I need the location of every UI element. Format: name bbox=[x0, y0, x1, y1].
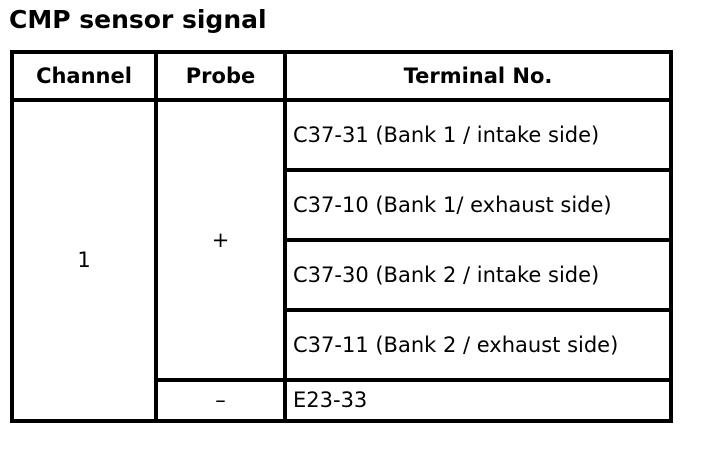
terminal-cell-e23-33: E23-33 bbox=[283, 378, 673, 423]
probe-minus-cell: – bbox=[154, 378, 287, 423]
probe-plus-cell: + bbox=[154, 98, 287, 382]
header-probe: Probe bbox=[154, 50, 287, 102]
table-row: C37-11 (Bank 2 / exhaust side) bbox=[12, 308, 673, 382]
header-channel: Channel bbox=[10, 50, 158, 102]
terminal-cell-c37-11: C37-11 (Bank 2 / exhaust side) bbox=[283, 308, 673, 382]
header-terminal: Terminal No. bbox=[283, 50, 673, 102]
table-header: Channel Probe Terminal No. bbox=[10, 50, 673, 102]
table-row: 1 + C37-31 (Bank 1 / intake side) bbox=[10, 98, 673, 423]
table-body: 1 + C37-31 (Bank 1 / intake side) C37-10… bbox=[10, 98, 673, 423]
header-row: Channel Probe Terminal No. bbox=[10, 50, 673, 102]
cmp-sensor-signal-table: Channel Probe Terminal No. 1 + C37-31 (B… bbox=[10, 50, 673, 423]
terminal-cell-c37-30: C37-30 (Bank 2 / intake side) bbox=[283, 238, 673, 312]
channel-cell: 1 bbox=[10, 98, 158, 423]
table-row: C37-10 (Bank 1/ exhaust side) bbox=[12, 168, 673, 242]
terminal-cell-c37-10: C37-10 (Bank 1/ exhaust side) bbox=[283, 168, 673, 242]
page-title: CMP sensor signal bbox=[9, 5, 267, 34]
table-row: – E23-33 bbox=[12, 378, 673, 423]
terminal-cell-c37-31: C37-31 (Bank 1 / intake side) bbox=[283, 98, 673, 172]
table-row: C37-30 (Bank 2 / intake side) bbox=[12, 238, 673, 312]
